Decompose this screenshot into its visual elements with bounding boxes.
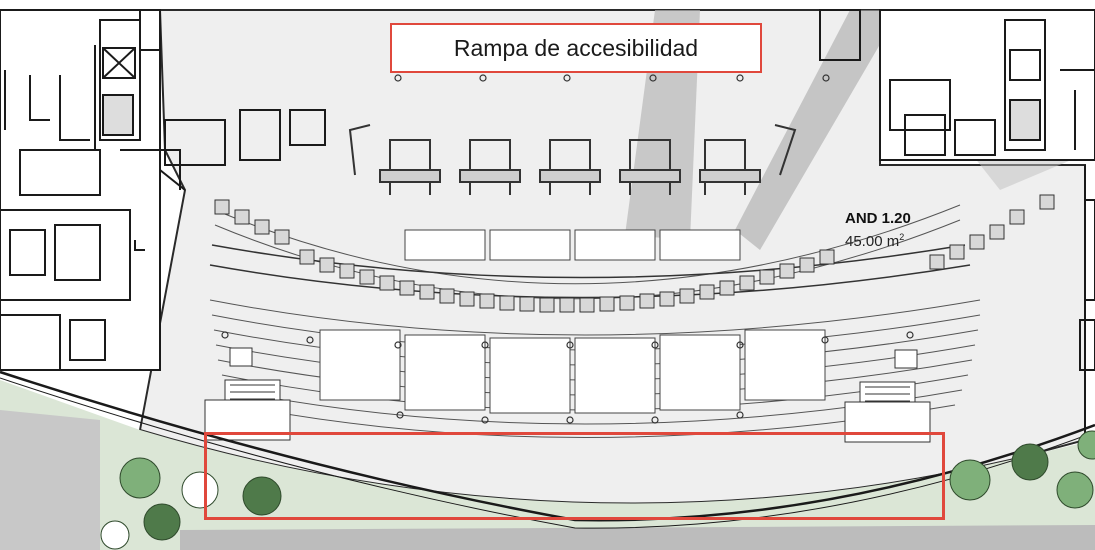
right-building [819, 9, 1095, 440]
seat-blocks [319, 229, 826, 414]
room-code: AND 1.20 [845, 210, 911, 227]
left-building [0, 9, 326, 371]
stage-fixtures [348, 124, 797, 195]
room-area-exponent: 2 [899, 232, 905, 242]
columns [221, 74, 914, 424]
ramp-highlight-box [204, 432, 945, 520]
trees [100, 430, 1095, 550]
room-area: 45.00 m2 [845, 232, 904, 250]
ramp-callout-label: Rampa de accesibilidad [453, 34, 699, 61]
seat-row-boxes [214, 194, 1055, 313]
room-area-value: 45.00 m [845, 233, 900, 250]
ramp-callout-box: Rampa de accesibilidad [390, 23, 762, 73]
